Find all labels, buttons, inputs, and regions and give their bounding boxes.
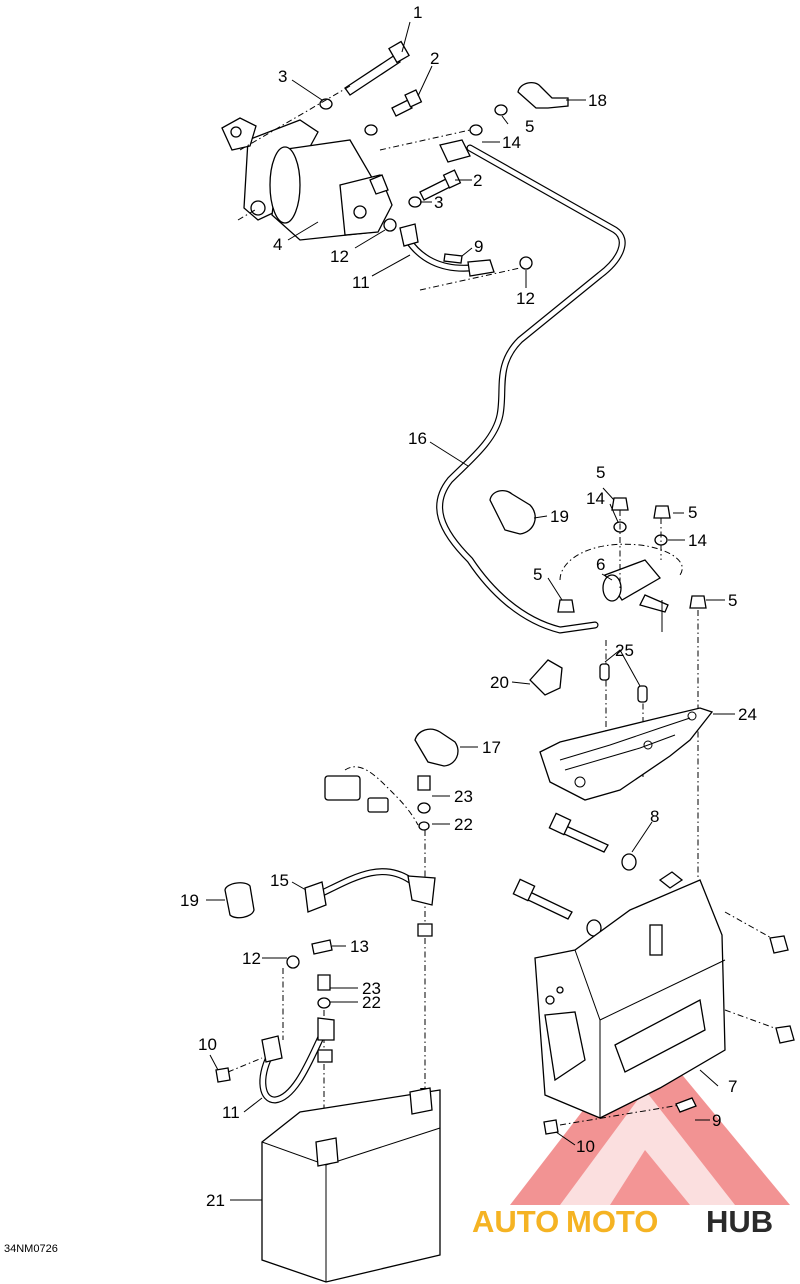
screw-9-upper [443, 253, 463, 264]
lockwasher-12-left [383, 218, 397, 232]
bolt-8-upper [548, 812, 637, 871]
bolt-1 [344, 40, 410, 96]
nut-5-d [689, 595, 707, 609]
callout-18: 18 [588, 91, 607, 110]
callout-8: 8 [650, 807, 659, 826]
nut-10-left [215, 1067, 231, 1083]
nut-5-b [653, 505, 671, 519]
boot-17 [414, 728, 459, 767]
callout-5: 5 [688, 503, 697, 522]
washer-22-upper-b [418, 821, 430, 831]
callout-10: 10 [576, 1137, 595, 1156]
callout-5: 5 [728, 591, 737, 610]
cable-15 [304, 868, 436, 913]
boot-19-lower [224, 882, 255, 919]
callout-24: 24 [738, 705, 757, 724]
pin-25-b [637, 685, 648, 703]
callout-23: 23 [362, 979, 381, 998]
pin-25-a [599, 663, 610, 681]
callout-17: 17 [482, 738, 501, 757]
boot-20 [529, 659, 563, 696]
callout-14: 14 [502, 133, 521, 152]
callout-19: 19 [180, 891, 199, 910]
callout-14: 14 [688, 531, 707, 550]
callout-15: 15 [270, 871, 289, 890]
battery-tray-7 [534, 871, 726, 1119]
nut-5-top [494, 104, 508, 116]
callout-3: 3 [278, 67, 287, 86]
callout-19: 19 [550, 507, 569, 526]
watermark-text: AUTO MOTO HUB [472, 1204, 773, 1239]
callout-20: 20 [490, 673, 509, 692]
cable-11-upper [399, 223, 495, 277]
bracket-24 [539, 707, 714, 801]
callout-2: 2 [473, 171, 482, 190]
nut-5-a [611, 497, 629, 511]
screw-23-lower [317, 974, 331, 991]
callout-25: 25 [615, 641, 634, 660]
callout-9: 9 [712, 1111, 721, 1130]
callout-5: 5 [596, 463, 605, 482]
harness-connector [324, 766, 419, 826]
nut-5-c [557, 599, 575, 613]
callout-4: 4 [273, 235, 282, 254]
callout-2: 2 [430, 49, 439, 68]
screw-23-upper [417, 775, 431, 791]
watermark-logo [510, 1030, 790, 1205]
callout-23: 23 [454, 787, 473, 806]
bolt-2-upper [391, 89, 423, 117]
nut-block-upper [417, 923, 433, 937]
callout-13: 13 [350, 937, 369, 956]
callout-16: 16 [408, 429, 427, 448]
watermark-moto: MOTO [566, 1204, 658, 1239]
washer-3-mid [364, 124, 378, 136]
nut-tray-right-lower [775, 1025, 795, 1044]
callout-22: 22 [362, 993, 381, 1012]
callout-9: 9 [474, 237, 483, 256]
drawing-code: 34NM0726 [4, 1243, 58, 1255]
boot-18 [517, 81, 569, 109]
callout-12: 12 [516, 289, 535, 308]
callout-14: 14 [586, 489, 605, 508]
starter-motor [221, 117, 393, 241]
callout-5: 5 [533, 565, 542, 584]
bolt-8-lower [512, 878, 602, 937]
callout-1: 1 [413, 3, 422, 22]
cable-16 [436, 139, 626, 634]
nut-block-lower [317, 1049, 333, 1063]
washer-22-lower [317, 997, 331, 1009]
callout-22: 22 [454, 815, 473, 834]
lockwasher-12-right [519, 256, 533, 270]
callout-11: 11 [352, 273, 370, 292]
battery-21 [261, 1087, 441, 1283]
bolt-13 [311, 939, 333, 955]
solenoid-6 [559, 543, 683, 632]
callout-12: 12 [330, 247, 349, 266]
callout-6: 6 [596, 555, 605, 574]
leader-lines [206, 21, 735, 1201]
boot-19-upper [489, 489, 536, 535]
callout-11: 11 [222, 1103, 240, 1122]
callout-7: 7 [728, 1077, 737, 1096]
callout-21: 21 [206, 1191, 225, 1210]
lockwasher-12-lower [286, 955, 300, 969]
callout-12: 12 [242, 949, 261, 968]
watermark-hub: HUB [706, 1204, 773, 1239]
callout-3: 3 [434, 193, 443, 212]
nut-10-lower [543, 1119, 559, 1135]
washer-22-upper [417, 802, 431, 814]
cable-11-lower [259, 1017, 335, 1104]
nut-tray-right-upper [769, 935, 789, 954]
watermark-auto: AUTO [472, 1204, 559, 1239]
screw-9-lower [675, 1097, 697, 1113]
callout-5: 5 [525, 117, 534, 136]
washer-14-top [469, 124, 483, 136]
callout-labels: 1 2 3 5 18 14 2 3 4 12 9 11 12 16 5 14 5… [180, 3, 757, 1210]
bolt-2-lower [419, 169, 462, 201]
washer-3-lower [408, 196, 422, 208]
callout-10: 10 [198, 1035, 217, 1054]
